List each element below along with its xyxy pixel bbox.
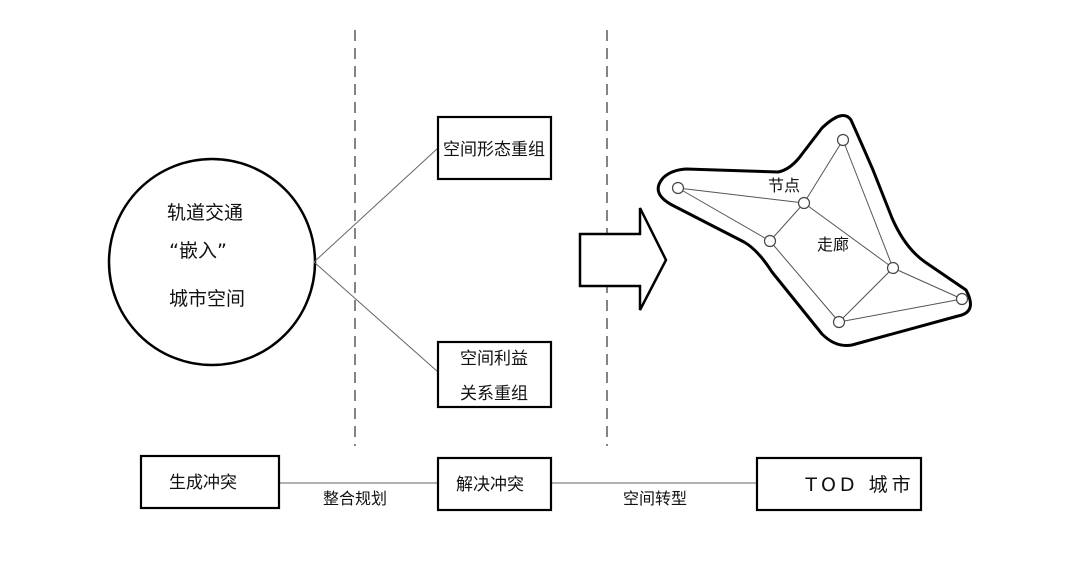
circle-text-line1: 轨道交通	[167, 202, 243, 224]
node-label: 节点	[768, 176, 800, 195]
circle-text-line3: 城市空间	[169, 288, 245, 310]
network-node	[671, 181, 685, 195]
transition-arrow	[578, 207, 668, 311]
tod-city-label: TOD 城市	[804, 474, 914, 496]
network-node	[763, 234, 777, 248]
circle-text-line2: “嵌入”	[169, 240, 227, 262]
edge	[838, 298, 963, 323]
spatial-interest-box: 空间利益 关系重组	[436, 340, 553, 409]
resolve-conflict-box: 解决冲突	[436, 456, 553, 512]
network-node	[886, 261, 900, 275]
edge	[842, 139, 894, 269]
spatial-interest-label-line1: 空间利益	[460, 349, 528, 369]
generate-conflict-label: 生成冲突	[169, 473, 237, 493]
edge	[838, 267, 894, 323]
network-node	[797, 196, 811, 210]
network-node	[955, 292, 969, 306]
corridor-label: 走廊	[817, 235, 849, 254]
edge	[892, 267, 963, 300]
edge	[677, 187, 771, 242]
edge	[769, 202, 805, 242]
resolve-conflict-label: 解决冲突	[456, 475, 524, 495]
edge	[677, 187, 805, 204]
generate-conflict-box: 生成冲突	[139, 454, 281, 510]
rail-transit-circle: 轨道交通 “嵌入” 城市空间	[107, 157, 317, 367]
branch-line-upper	[313, 147, 439, 263]
network-outline	[656, 114, 972, 347]
branch-line-lower	[313, 261, 439, 373]
network-node	[832, 315, 846, 329]
spatial-form-box: 空间形态重组	[436, 115, 553, 181]
edge	[803, 139, 844, 204]
edge	[803, 202, 894, 269]
network-node	[836, 133, 850, 147]
edge	[769, 240, 840, 323]
spatial-transition-label: 空间转型	[623, 489, 687, 508]
integrated-planning-label: 整合规划	[323, 489, 387, 508]
tod-city-box: TOD 城市	[755, 456, 923, 512]
tod-network: 节点 走廊	[656, 114, 972, 347]
spatial-form-label: 空间形态重组	[443, 140, 545, 160]
spatial-interest-label-line2: 关系重组	[460, 384, 528, 404]
